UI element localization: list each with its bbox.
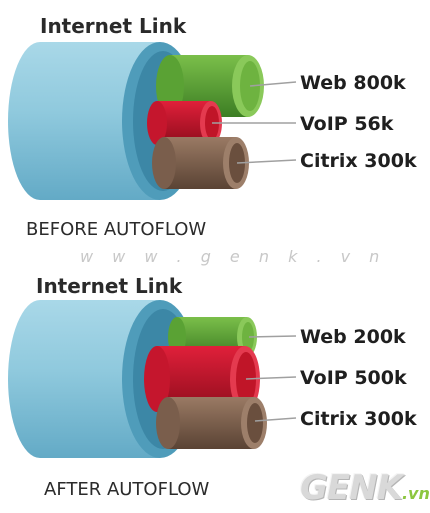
leader-line-web — [249, 81, 297, 87]
watermark-text: w w w . g e n k . v n — [80, 247, 386, 266]
genk-logo: GENK.vn — [300, 468, 430, 508]
flow-label-citrix: Citrix 300k — [300, 408, 417, 430]
logo-suffix-text: .vn — [401, 484, 430, 503]
leader-line-citrix — [254, 417, 297, 422]
leader-line-voip — [245, 376, 297, 380]
panel-after: Internet Link Web — [8, 274, 417, 500]
flow-label-voip: VoIP 500k — [300, 367, 407, 389]
panel-title: Internet Link — [36, 274, 183, 298]
flow-label-web: Web 800k — [300, 72, 406, 94]
panel-caption: AFTER AUTOFLOW — [44, 479, 210, 500]
flow-label-web: Web 200k — [300, 326, 406, 348]
panel-title: Internet Link — [40, 14, 187, 38]
logo-main-text: GENK — [300, 468, 403, 508]
panel-before: Internet Link — [8, 14, 417, 240]
flow-label-voip: VoIP 56k — [300, 113, 394, 135]
leader-line-web — [248, 335, 297, 338]
leader-line-citrix — [236, 159, 297, 164]
flow-citrix-tube — [152, 137, 249, 189]
flow-citrix-tube — [156, 397, 267, 449]
flow-label-citrix: Citrix 300k — [300, 150, 417, 172]
flow-web-tube — [156, 55, 264, 117]
panel-caption: BEFORE AUTOFLOW — [26, 219, 206, 240]
